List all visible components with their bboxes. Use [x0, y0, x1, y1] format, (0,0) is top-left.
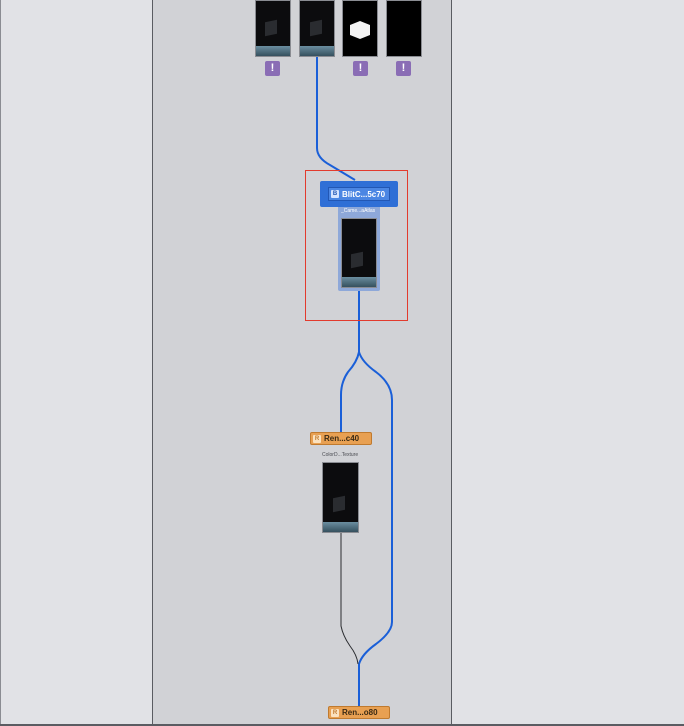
attachment-caption: ColorD...Texture — [322, 452, 362, 458]
node-render-2[interactable]: R Ren...o80 — [328, 706, 390, 719]
thumbnail-texture-2[interactable] — [299, 0, 335, 57]
thumbnail-texture-3[interactable] — [342, 0, 378, 57]
render-node-icon: R — [331, 709, 339, 717]
selection-rect — [305, 170, 408, 321]
thumbnail-texture-1[interactable] — [255, 0, 291, 57]
render-1-thumbnail[interactable] — [322, 462, 359, 533]
cube-icon — [350, 21, 370, 39]
graph-canvas[interactable] — [153, 0, 452, 726]
thumbnail-texture-4[interactable] — [386, 0, 422, 57]
render-node-icon: R — [313, 435, 321, 443]
left-panel — [0, 0, 153, 726]
warning-icon[interactable]: ! — [265, 61, 280, 76]
warning-icon[interactable]: ! — [396, 61, 411, 76]
node-render-2-label: Ren...o80 — [342, 708, 378, 717]
right-panel — [452, 0, 684, 726]
warning-icon[interactable]: ! — [353, 61, 368, 76]
node-render-1[interactable]: R Ren...c40 — [310, 432, 372, 445]
node-render-1-label: Ren...c40 — [324, 434, 359, 443]
